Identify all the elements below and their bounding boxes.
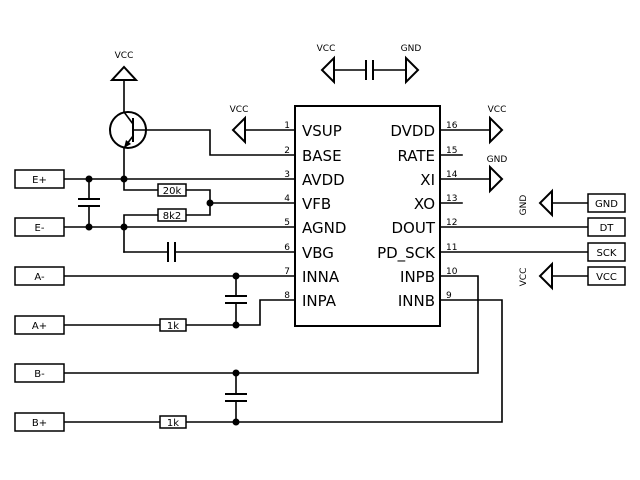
pin-name: BASE [302,147,342,165]
connector-gnd-out: GND [587,193,626,213]
connector-b-plus: B+ [14,412,65,432]
pin-number: 11 [446,243,457,253]
connector-label: A- [34,272,45,283]
gnd-flag-output: GND [519,188,589,218]
pin-number: 12 [446,218,457,228]
gnd-label: GND [519,195,529,216]
gnd-label: GND [487,155,508,165]
channel-b-network [63,275,503,423]
connector-a-minus: A- [14,266,65,286]
connector-label: DT [600,223,615,234]
ic-right-pins: 16 DVDD 15 RATE 14 XI 13 XO 12 DOUT 11 P… [377,121,458,310]
vcc-flag-output: VCC [519,261,589,291]
pin-name: VSUP [302,122,342,140]
pin-name: INPA [302,292,337,310]
transistor [109,79,296,180]
pin-number: 6 [284,243,290,253]
pin-name: AVDD [302,171,345,189]
connector-label: VCC [596,272,617,283]
ic-left-pins: 1 VSUP 2 BASE 3 AVDD 4 VFB 5 AGND 6 VBG … [284,121,346,310]
junction-dots [85,175,240,426]
resistor-label: 1k [167,321,179,332]
pin-number: 7 [284,267,290,277]
connector-label: E+ [32,175,47,186]
gnd-flag-xi: GND [487,155,508,194]
pin-number: 15 [446,146,457,156]
pin-name: VFB [302,195,331,213]
right-pin-wiring [439,129,589,253]
pin-number: 9 [446,291,452,301]
pin-name: PD_SCK [377,244,436,263]
connector-label: GND [595,199,618,210]
resistor-label: 1k [167,418,179,429]
connector-label: B+ [32,418,47,429]
pin-name: INNA [302,268,340,286]
pin-name: DVDD [390,122,435,140]
vcc-label: VCC [317,44,336,54]
connector-label: E- [35,223,45,234]
connector-sck: SCK [587,242,626,262]
connector-label: SCK [597,248,617,259]
pin-name: XO [414,195,435,213]
resistor-label: 20k [163,186,182,197]
decoupling-cap-top: VCC GND [317,44,422,85]
resistor-1k-b: 1k [159,415,187,429]
pin-name: RATE [397,147,435,165]
pin-number: 10 [446,267,458,277]
pin-name: INPB [400,268,435,286]
vcc-flag-dvdd: VCC [488,105,507,145]
gnd-label: GND [401,44,422,54]
vcc-flag-vsup: VCC [230,105,296,145]
pin-number: 2 [284,146,290,156]
vcc-label: VCC [519,268,529,287]
pin-number: 13 [446,194,457,204]
connector-b-minus: B- [14,363,65,383]
pin-number: 16 [446,121,458,131]
resistor-20k: 20k [157,183,187,197]
vcc-label: VCC [488,105,507,115]
connector-vcc-out: VCC [587,266,626,286]
pin-number: 5 [284,218,290,228]
pin-name: INNB [398,292,435,310]
resistor-label: 8k2 [163,211,182,222]
pin-number: 3 [284,170,290,180]
pin-name: XI [420,171,435,189]
vcc-label: VCC [230,105,249,115]
connector-e-plus: E+ [14,169,65,189]
connector-a-plus: A+ [14,315,65,335]
pin-number: 8 [284,291,290,301]
channel-a-network [63,275,296,326]
pin-number: 14 [446,170,458,180]
pin-name: DOUT [392,219,436,237]
connector-dt: DT [587,217,626,237]
vcc-label: VCC [115,51,134,61]
pin-number: 1 [284,121,290,131]
connector-e-minus: E- [14,217,65,237]
vcc-flag-transistor: VCC [109,51,139,81]
connector-label: A+ [32,321,47,332]
resistor-8k2: 8k2 [157,208,187,222]
pin-name: VBG [302,244,334,262]
resistor-1k-a: 1k [159,318,187,332]
connector-label: B- [34,369,45,380]
pin-name: AGND [302,219,346,237]
pin-number: 4 [284,194,290,204]
ic-body [294,105,441,327]
